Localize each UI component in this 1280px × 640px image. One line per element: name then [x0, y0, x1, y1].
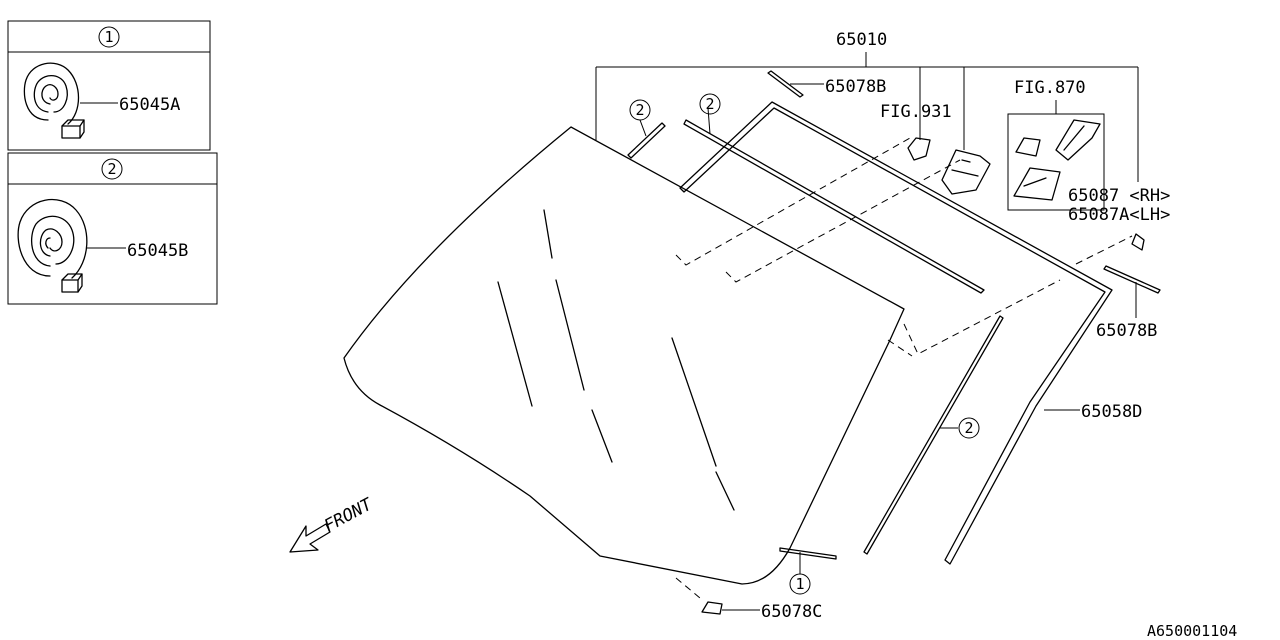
- callout-2-upper: 2 2: [629, 93, 721, 121]
- callout-circle-2-side: [958, 417, 980, 439]
- label-65078b-upper: 65078B: [825, 77, 886, 97]
- legend-1-number: 1: [104, 28, 113, 46]
- callout-circle-1-lower: [789, 573, 811, 595]
- tape-roll-a-icon: [23, 62, 85, 139]
- side-strip-callout-2: 2: [863, 315, 1004, 555]
- front-arrow-icon: [289, 523, 331, 553]
- label-65058d: 65058D: [1081, 402, 1142, 422]
- windshield-glass: [343, 126, 905, 585]
- clip-icon: [1131, 233, 1145, 251]
- callout-1-lower-number: 1: [795, 575, 804, 593]
- dashed-leaders: [675, 137, 1133, 599]
- callout-circle-1: [98, 26, 120, 48]
- lower-strip-callout-1: 1: [779, 547, 837, 595]
- legend-2-number: 2: [107, 160, 116, 178]
- label-65045b: 65045B: [127, 241, 188, 261]
- callout-2-upper-right-number: 2: [705, 95, 714, 113]
- front-direction-indicator: FRONT: [289, 494, 377, 553]
- fig-931-sensor: FIG.931: [880, 102, 952, 161]
- label-65045a: 65045A: [119, 95, 180, 115]
- fig-870-box: FIG.870: [1007, 78, 1105, 211]
- bracket-icon: [941, 149, 991, 195]
- label-65087a-lh: 65087A<LH>: [1068, 205, 1170, 225]
- callout-circle-2-upper-left: [629, 99, 651, 121]
- sensor-icon: [907, 137, 931, 161]
- mirror-bracket: [941, 149, 991, 195]
- fastener-icon: [701, 601, 723, 615]
- front-label: FRONT: [321, 494, 377, 537]
- tape-roll-b-icon: [17, 198, 88, 293]
- label-65078b-side: 65078B: [1096, 321, 1157, 341]
- legend-box-1: 1 65045A: [7, 20, 211, 151]
- callout-circle-2-upper-right: [699, 93, 721, 115]
- assembly-bracket: 65010: [595, 30, 1139, 182]
- callout-circle-2: [101, 158, 123, 180]
- label-65087-rh: 65087 <RH>: [1068, 186, 1170, 206]
- camera-module-icon: [1013, 119, 1101, 201]
- label-fig-931: FIG.931: [880, 102, 952, 122]
- label-65078c: 65078C: [761, 602, 822, 622]
- drawing-number: A650001104: [1147, 622, 1237, 640]
- callout-2-side-number: 2: [964, 419, 973, 437]
- fastener-65078c: 65078C: [701, 601, 822, 622]
- callout-2-upper-left-number: 2: [635, 101, 644, 119]
- label-fig-870: FIG.870: [1014, 78, 1086, 98]
- clip-65087: 65087 <RH> 65087A<LH>: [1068, 186, 1170, 251]
- upper-molding-strips: 65078B 65058D: [627, 70, 1142, 565]
- label-65010: 65010: [836, 30, 887, 50]
- legend-box-2: 2 65045B: [7, 152, 218, 305]
- side-molding-65078b: 65078B: [1096, 265, 1161, 341]
